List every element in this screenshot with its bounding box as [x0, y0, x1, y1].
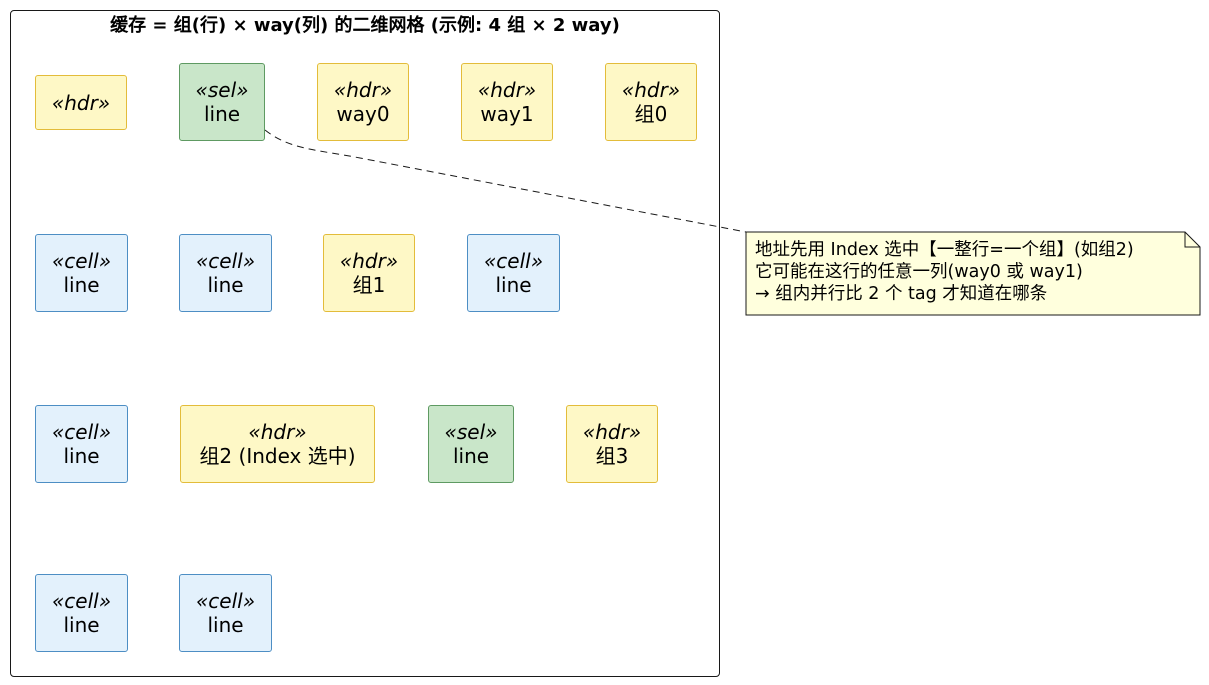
note-fold-corner — [1184, 232, 1200, 248]
node-label: 组2 (Index 选中) — [199, 444, 356, 468]
node-label: 组1 — [352, 273, 386, 297]
cell-line-node: «cell» line — [35, 574, 128, 652]
diagram-title: 缓存 = 组(行) × way(列) 的二维网格 (示例: 4 组 × 2 wa… — [110, 15, 620, 36]
node-label: line — [207, 273, 244, 297]
explanation-note: 地址先用 Index 选中【一整行=一个组】(如组2) 它可能在这行的任意一列(… — [746, 232, 1200, 315]
way1-header-node: «hdr» way1 — [461, 63, 553, 141]
node-label: line — [207, 613, 244, 637]
node-label: line — [63, 613, 100, 637]
note-connector-line — [264, 129, 747, 233]
selected-line-node: «sel» line — [179, 63, 265, 141]
corner-header-node: «hdr» — [35, 75, 127, 130]
node-label: line — [452, 444, 490, 468]
node-stereotype: «hdr» — [333, 78, 393, 102]
node-stereotype: «cell» — [51, 589, 112, 613]
node-label: line — [203, 102, 241, 126]
cell-line-node: «cell» line — [35, 234, 128, 312]
node-label: 组0 — [634, 102, 668, 126]
group2-header-node: «hdr» 组2 (Index 选中) — [180, 405, 375, 483]
node-label: line — [495, 273, 532, 297]
node-stereotype: «cell» — [195, 249, 256, 273]
node-stereotype: «hdr» — [248, 420, 307, 444]
node-stereotype: «sel» — [444, 420, 498, 444]
selected-line-node: «sel» line — [428, 405, 514, 483]
cell-line-node: «cell» line — [467, 234, 560, 312]
group0-header-node: «hdr» 组0 — [605, 63, 697, 141]
cache-grid-frame — [10, 10, 720, 677]
note-line: → 组内并行比 2 个 tag 才知道在哪条 — [755, 284, 1048, 304]
node-stereotype: «cell» — [51, 420, 112, 444]
node-label: line — [63, 444, 100, 468]
node-stereotype: «hdr» — [339, 249, 399, 273]
way0-header-node: «hdr» way0 — [317, 63, 409, 141]
node-stereotype: «cell» — [51, 249, 112, 273]
node-stereotype: «hdr» — [51, 90, 111, 115]
cell-line-node: «cell» line — [179, 574, 272, 652]
node-stereotype: «hdr» — [621, 78, 681, 102]
note-line: 地址先用 Index 选中【一整行=一个组】(如组2) — [755, 240, 1134, 260]
cell-line-node: «cell» line — [179, 234, 272, 312]
node-label: 组3 — [595, 444, 629, 468]
node-stereotype: «sel» — [195, 78, 249, 102]
group1-header-node: «hdr» 组1 — [323, 234, 415, 312]
node-stereotype: «hdr» — [477, 78, 537, 102]
node-stereotype: «cell» — [483, 249, 544, 273]
node-label: way0 — [336, 102, 390, 126]
node-label: way1 — [480, 102, 534, 126]
node-label: line — [63, 273, 100, 297]
node-stereotype: «hdr» — [582, 420, 642, 444]
group3-header-node: «hdr» 组3 — [566, 405, 658, 483]
note-line: 它可能在这行的任意一列(way0 或 way1) — [755, 262, 1083, 282]
node-stereotype: «cell» — [195, 589, 256, 613]
cell-line-node: «cell» line — [35, 405, 128, 483]
note-shape — [745, 231, 1201, 316]
